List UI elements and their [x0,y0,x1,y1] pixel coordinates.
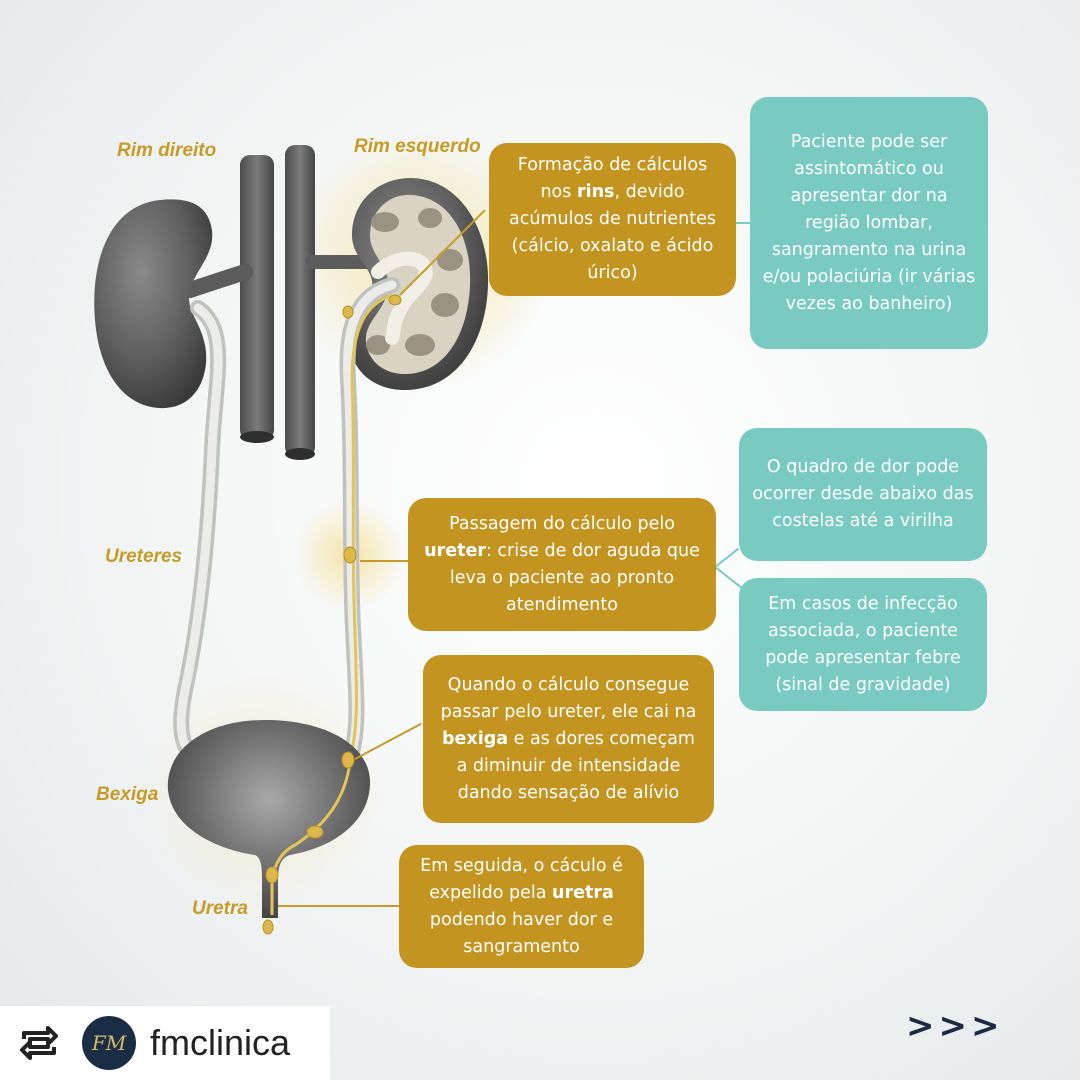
bladder [167,720,371,918]
right-renal-vessel [182,264,253,298]
label-uretra: Uretra [192,898,248,919]
avatar-monogram: FM [91,1031,127,1055]
label-bexiga: Bexiga [96,784,159,805]
label-rim-direito: Rim direito [117,140,217,161]
account-handle[interactable]: fmclinica [150,1022,291,1063]
box-uretra: Em seguida, o cáculo é expelido pela ure… [399,845,644,968]
stone-path [348,293,393,761]
connector-uretra [278,905,400,907]
renal-pyramids [366,208,463,356]
repost-footer: FM fmclinica [0,1006,330,1080]
next-arrows-icon[interactable]: >>> [906,1006,1004,1046]
avatar[interactable]: FM [82,1016,136,1070]
box-ureter: Passagem do cálculo pelo ureter: crise d… [408,498,716,631]
box-infeccao: Em casos de infecção associada, o pacien… [739,578,987,711]
aorta [285,145,315,457]
connector-sintomas [735,222,751,224]
right-kidney [94,199,213,409]
label-rim-esquerdo: Rim esquerdo [354,136,481,157]
kidney-stones [262,294,402,935]
box-dor-quadro: O quadro de dor pode ocorrer desde abaix… [739,428,987,561]
box-rins: Formação de cálculos nos rins, devido ac… [489,143,736,296]
repost-icon[interactable] [18,1025,60,1061]
label-ureteres: Ureteres [105,546,183,567]
vena-cava [240,155,274,440]
renal-pelvis [371,251,433,345]
box-bexiga: Quando o cálculo consegue passar pelo ur… [423,655,714,823]
box-sintomas-rins: Paciente pode ser assintomático ou apres… [750,97,988,349]
connector-ureter [360,560,410,562]
